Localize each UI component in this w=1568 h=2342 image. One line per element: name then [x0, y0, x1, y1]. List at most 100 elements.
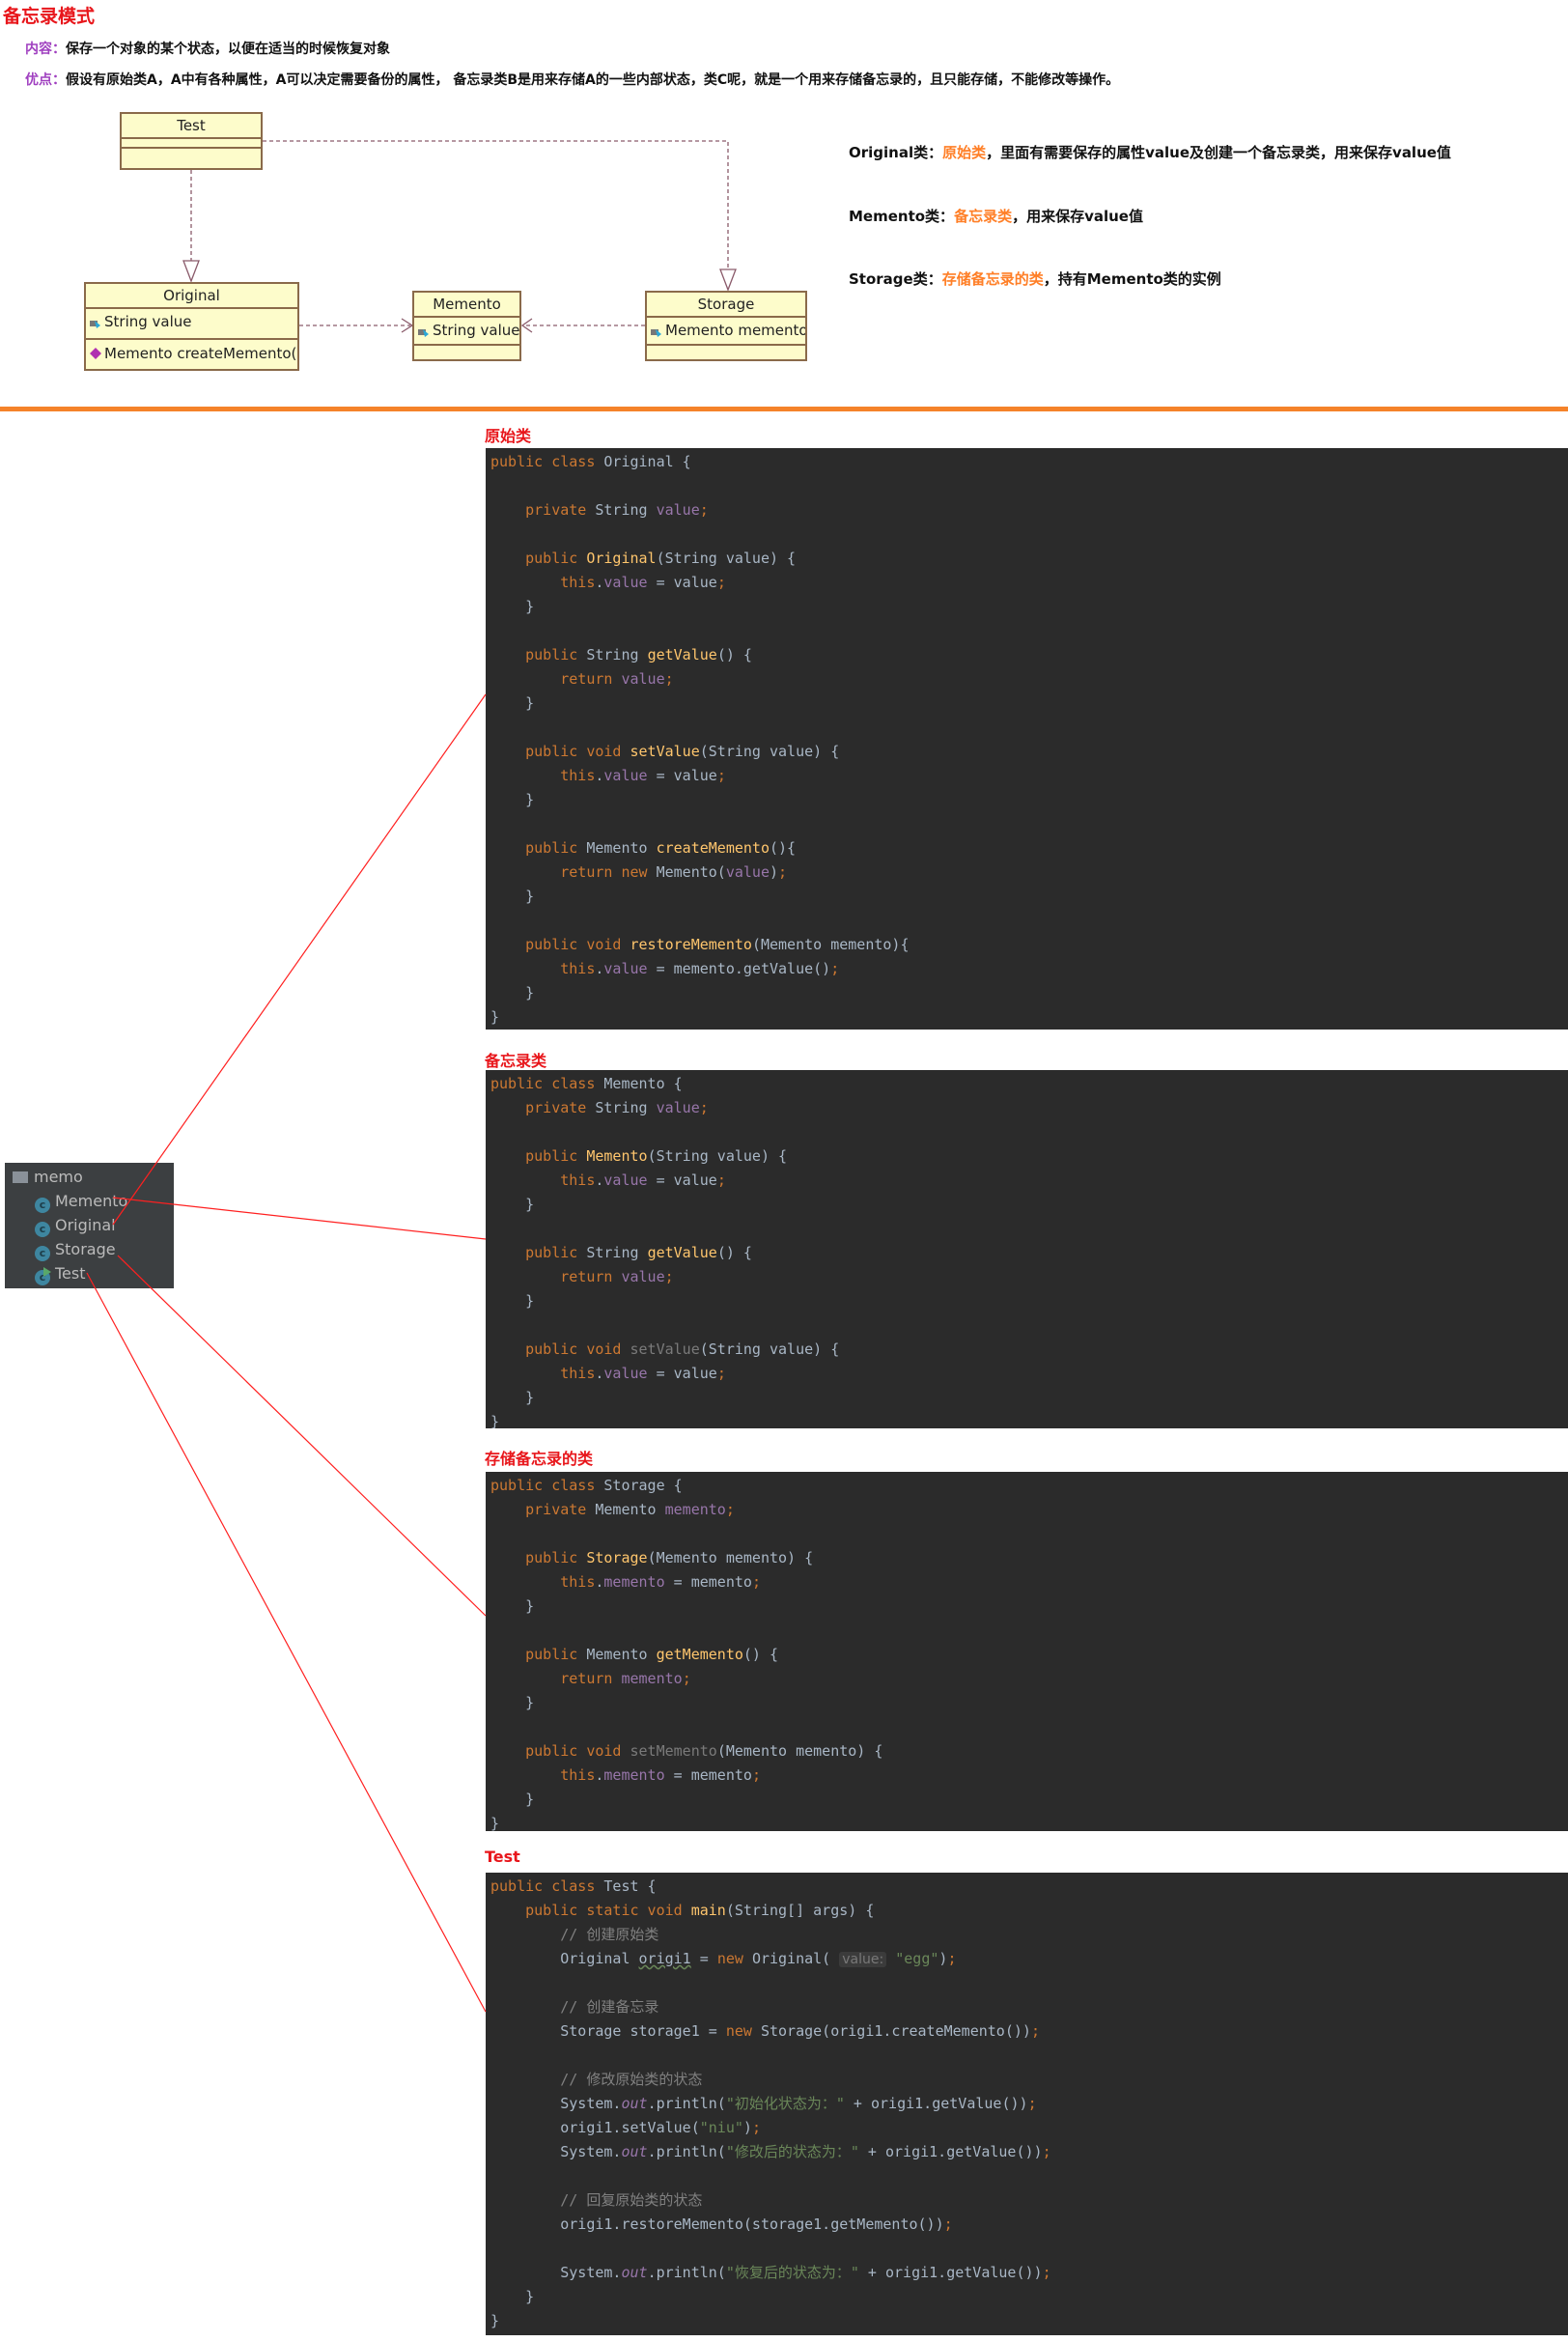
code-token: return new: [560, 863, 657, 881]
code-token: [490, 1244, 525, 1261]
code-token: "niu": [699, 2119, 743, 2136]
code-line: System.out.println("修改后的状态为：" + origi1.g…: [490, 2140, 1568, 2164]
code-line: [490, 716, 1568, 740]
code-token: public class: [490, 1877, 604, 1895]
code-line: this.memento = memento;: [490, 1570, 1568, 1594]
code-token: .println(: [647, 2143, 726, 2160]
code-token: [490, 1549, 525, 1566]
code-token: [490, 1573, 560, 1591]
test-storage-dependency: [263, 140, 729, 270]
code-token: public: [525, 1147, 587, 1165]
code-token: [490, 839, 525, 857]
code-token: setValue: [630, 1340, 700, 1358]
code-line: public void setValue(String value) {: [490, 1338, 1568, 1362]
uml-attribute: String value: [433, 322, 519, 339]
code-token: [490, 2191, 560, 2209]
code-token: "恢复后的状态为：": [725, 2264, 859, 2281]
code-token: (String value) {: [647, 1147, 788, 1165]
code-token: [490, 1998, 560, 2016]
code-token: public class: [490, 1075, 604, 1092]
code-token: }: [490, 1597, 535, 1615]
code-line: }: [490, 1005, 1568, 1030]
code-token: public: [525, 550, 587, 567]
code-token: value: [603, 960, 648, 977]
section-label-original: 原始类: [485, 427, 532, 445]
code-token: = memento.getValue(): [647, 960, 831, 977]
code-line: }: [490, 1691, 1568, 1715]
code-token: Memento: [595, 1501, 665, 1518]
code-line: [490, 2237, 1568, 2261]
section-label-test: Test: [485, 1848, 520, 1866]
code-line: [490, 1313, 1568, 1338]
code-line: }: [490, 595, 1568, 619]
code-line: private String value;: [490, 498, 1568, 522]
code-line: [490, 1522, 1568, 1546]
code-line: return value;: [490, 667, 1568, 691]
code-line: public void setMemento(Memento memento) …: [490, 1739, 1568, 1764]
code-token: }: [490, 1413, 500, 1428]
arrowhead-icon: [719, 268, 737, 292]
code-token: public: [525, 1549, 587, 1566]
code-token: getValue: [647, 646, 717, 663]
code-line: this.value = value;: [490, 571, 1568, 595]
merit-line: 优点：假设有原始类A，A中有各种属性，A可以决定需要备份的属性， 备忘录类B是用…: [25, 70, 1119, 89]
code-token: }: [490, 1694, 535, 1711]
tree-folder-memo[interactable]: memo: [13, 1165, 83, 1189]
private-field-icon: [650, 320, 663, 337]
code-token: private: [525, 501, 596, 519]
code-line: [490, 619, 1568, 643]
code-token: memento: [621, 1670, 683, 1687]
code-token: // 回复原始类的状态: [560, 2191, 703, 2209]
code-token: setValue: [630, 743, 700, 760]
code-token: [490, 550, 525, 567]
code-line: public class Original {: [490, 450, 1568, 474]
code-token: [886, 1950, 895, 1967]
code-token: // 修改原始类的状态: [560, 2071, 703, 2088]
merit-text: 假设有原始类A，A中有各种属性，A可以决定需要备份的属性， 备忘录类B是用来存储…: [66, 72, 1120, 88]
uml-attribute: Memento memento: [665, 322, 805, 339]
code-token: memento: [603, 1766, 665, 1784]
code-line: }: [490, 885, 1568, 909]
code-line: [490, 474, 1568, 498]
public-method-icon: [89, 342, 102, 359]
code-token: }: [490, 598, 535, 615]
code-line: this.value = value;: [490, 764, 1568, 788]
code-token: ;: [943, 2215, 953, 2233]
code-token: [490, 1766, 560, 1784]
code-line: origi1.setValue("niu");: [490, 2116, 1568, 2140]
uml-class-original: Original String value Memento createMeme…: [84, 282, 299, 371]
code-token: }: [490, 888, 535, 905]
code-line: [490, 812, 1568, 836]
code-token: (Memento memento){: [751, 936, 910, 953]
code-token: out: [621, 2264, 648, 2281]
code-token: }: [490, 791, 535, 808]
code-token: }: [490, 1196, 535, 1213]
code-token: public void: [525, 1742, 630, 1760]
code-token: = memento: [664, 1766, 752, 1784]
code-line: public class Test {: [490, 1875, 1568, 1899]
code-line: }: [490, 788, 1568, 812]
code-token: ;: [1027, 2095, 1037, 2112]
code-token: Original: [586, 550, 657, 567]
code-token: ;: [751, 1573, 761, 1591]
code-token: String: [586, 1244, 648, 1261]
code-token: .: [595, 1573, 604, 1591]
code-token: () {: [742, 1646, 779, 1663]
code-token: [490, 1147, 525, 1165]
code-line: // 回复原始类的状态: [490, 2188, 1568, 2213]
code-token: ;: [664, 1268, 674, 1285]
code-token: this: [560, 1365, 596, 1382]
code-line: }: [490, 1193, 1568, 1217]
content-line: 内容：保存一个对象的某个状态，以便在适当的时候恢复对象: [25, 39, 390, 58]
code-token: "初始化状态为：": [725, 2095, 845, 2112]
code-token: .: [595, 574, 604, 591]
merit-label: 优点：: [25, 72, 66, 88]
code-token: (String value) {: [699, 1340, 840, 1358]
uml-class-name: Memento: [414, 293, 519, 318]
code-token: String: [595, 501, 657, 519]
code-line: [490, 1715, 1568, 1739]
